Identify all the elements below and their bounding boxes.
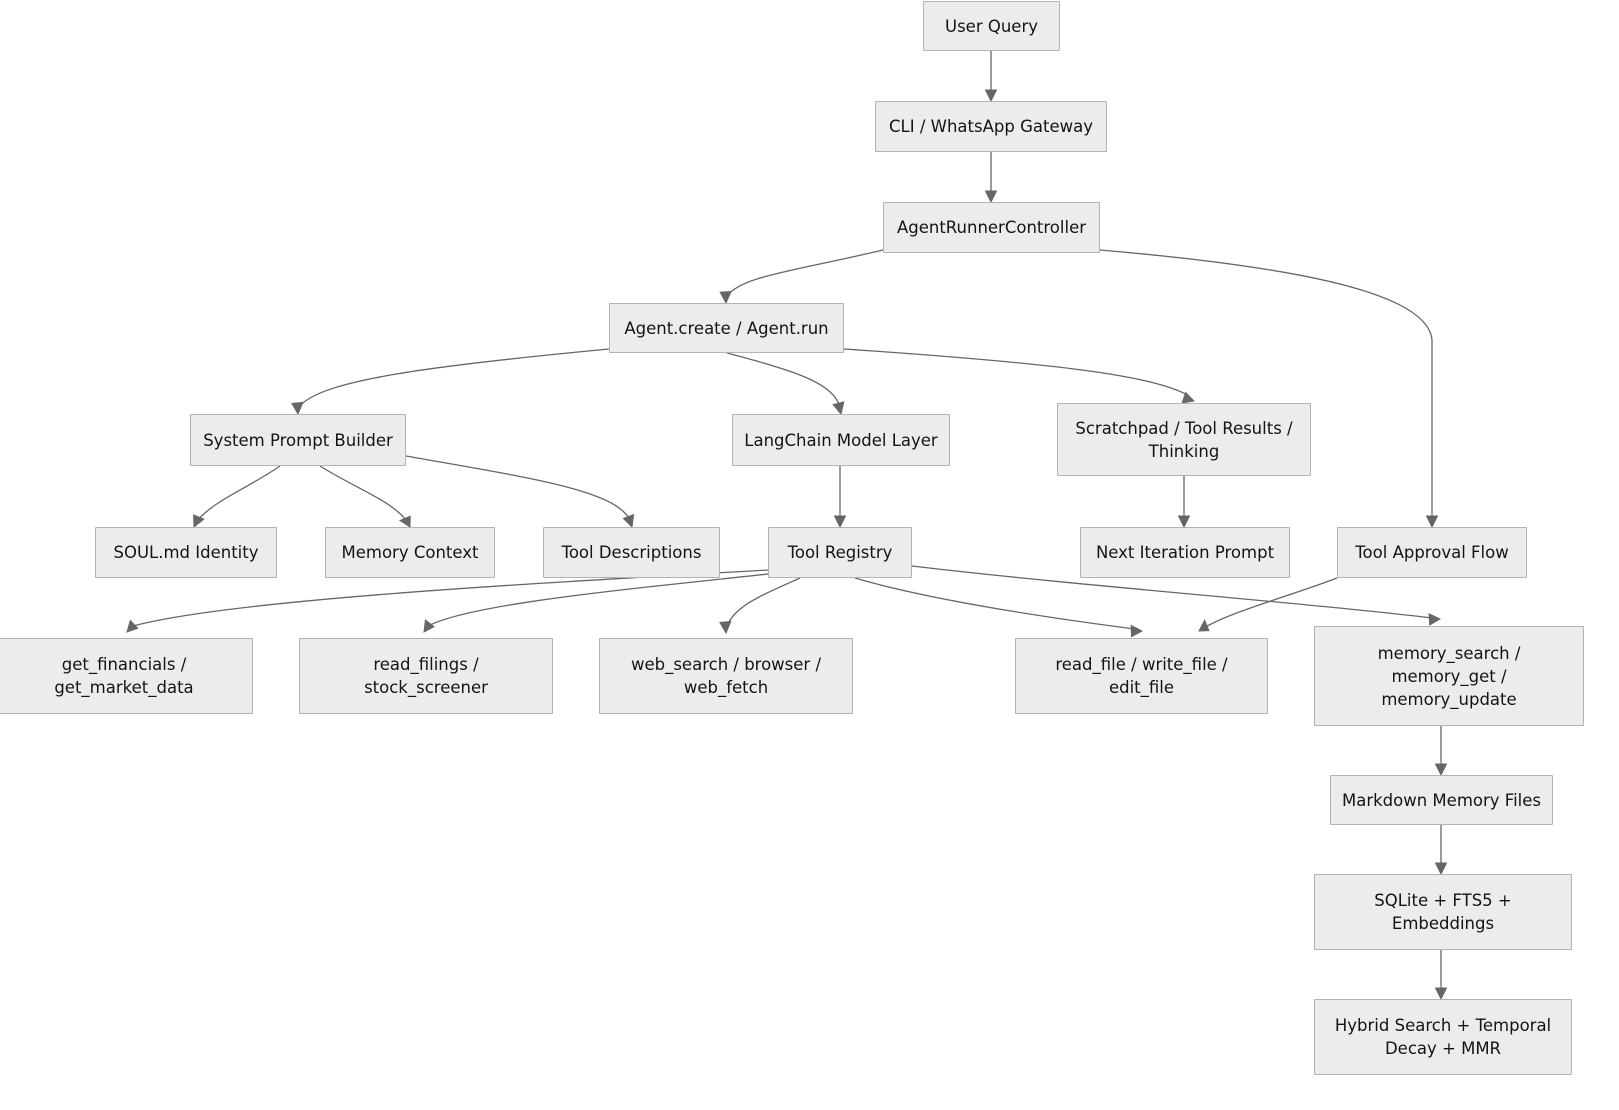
arrowhead	[1434, 987, 1448, 1001]
edge-controller-to-tool_approval	[1099, 249, 1439, 529]
node-file_tools[interactable]: read_file / write_file / edit_file	[1015, 638, 1268, 714]
edge-controller-to-agent_create	[719, 249, 884, 305]
arrowhead	[719, 291, 732, 305]
node-filings[interactable]: read_filings / stock_screener	[299, 638, 553, 714]
edge-agent_create-to-model_layer	[726, 352, 845, 416]
arrowhead	[719, 620, 732, 635]
node-controller[interactable]: AgentRunnerController	[883, 202, 1100, 253]
node-gateway[interactable]: CLI / WhatsApp Gateway	[875, 101, 1107, 152]
arrowhead	[1181, 391, 1196, 404]
edge-tool_registry-to-file_tools	[854, 577, 1144, 638]
arrowhead	[423, 619, 435, 633]
node-sqlite[interactable]: SQLite + FTS5 + Embeddings	[1314, 874, 1572, 950]
edge-markdown_files-to-sqlite	[1434, 825, 1448, 876]
edge-sqlite-to-hybrid_search	[1434, 950, 1448, 1001]
edge-tool_approval-to-file_tools	[1198, 577, 1338, 632]
node-financials[interactable]: get_financials / get_market_data	[0, 638, 253, 714]
arrowhead	[1198, 619, 1210, 632]
edge-prompt_builder-to-soul_identity	[193, 465, 281, 529]
arrowhead	[832, 401, 845, 416]
arrowhead	[291, 401, 304, 416]
node-memory_context[interactable]: Memory Context	[325, 527, 495, 578]
node-next_iteration[interactable]: Next Iteration Prompt	[1080, 527, 1290, 578]
arrowhead	[1425, 515, 1439, 529]
node-tool_descriptions[interactable]: Tool Descriptions	[543, 527, 720, 578]
node-soul_identity[interactable]: SOUL.md Identity	[95, 527, 277, 578]
arrowhead	[126, 619, 139, 633]
edge-user_query-to-gateway	[984, 51, 998, 103]
node-agent_create[interactable]: Agent.create / Agent.run	[609, 303, 844, 353]
arrowhead	[984, 89, 998, 103]
edge-prompt_builder-to-memory_context	[319, 465, 411, 528]
arrowhead	[984, 190, 998, 204]
edge-prompt_builder-to-tool_descriptions	[405, 455, 635, 529]
arrowhead	[1434, 862, 1448, 876]
node-model_layer[interactable]: LangChain Model Layer	[732, 414, 950, 466]
edge-agent_create-to-scratchpad	[843, 348, 1196, 404]
node-tool_approval[interactable]: Tool Approval Flow	[1337, 527, 1527, 578]
edge-agent_create-to-prompt_builder	[291, 348, 610, 416]
node-user_query[interactable]: User Query	[923, 1, 1060, 51]
edge-tool_registry-to-financials	[126, 569, 769, 633]
edge-tool_registry-to-filings	[423, 573, 769, 633]
arrowhead	[193, 514, 205, 529]
arrowhead	[1428, 612, 1442, 626]
edge-scratchpad-to-next_iteration	[1177, 476, 1191, 529]
arrowhead	[833, 515, 847, 529]
node-prompt_builder[interactable]: System Prompt Builder	[190, 414, 406, 466]
edge-tool_registry-to-web_tools	[719, 577, 801, 635]
edge-model_layer-to-tool_registry	[833, 466, 847, 529]
node-tool_registry[interactable]: Tool Registry	[768, 527, 912, 578]
node-memory_tools[interactable]: memory_search / memory_get / memory_upda…	[1314, 626, 1584, 726]
arrowhead	[622, 513, 635, 529]
arrowhead	[1434, 763, 1448, 777]
arrowhead	[1130, 624, 1144, 638]
node-web_tools[interactable]: web_search / browser / web_fetch	[599, 638, 853, 714]
edge-gateway-to-controller	[984, 152, 998, 204]
node-scratchpad[interactable]: Scratchpad / Tool Results / Thinking	[1057, 403, 1311, 476]
node-markdown_files[interactable]: Markdown Memory Files	[1330, 775, 1553, 825]
edge-memory_tools-to-markdown_files	[1434, 726, 1448, 777]
arrowhead	[1177, 515, 1191, 529]
arrowhead	[398, 515, 411, 528]
node-hybrid_search[interactable]: Hybrid Search + Temporal Decay + MMR	[1314, 999, 1572, 1075]
